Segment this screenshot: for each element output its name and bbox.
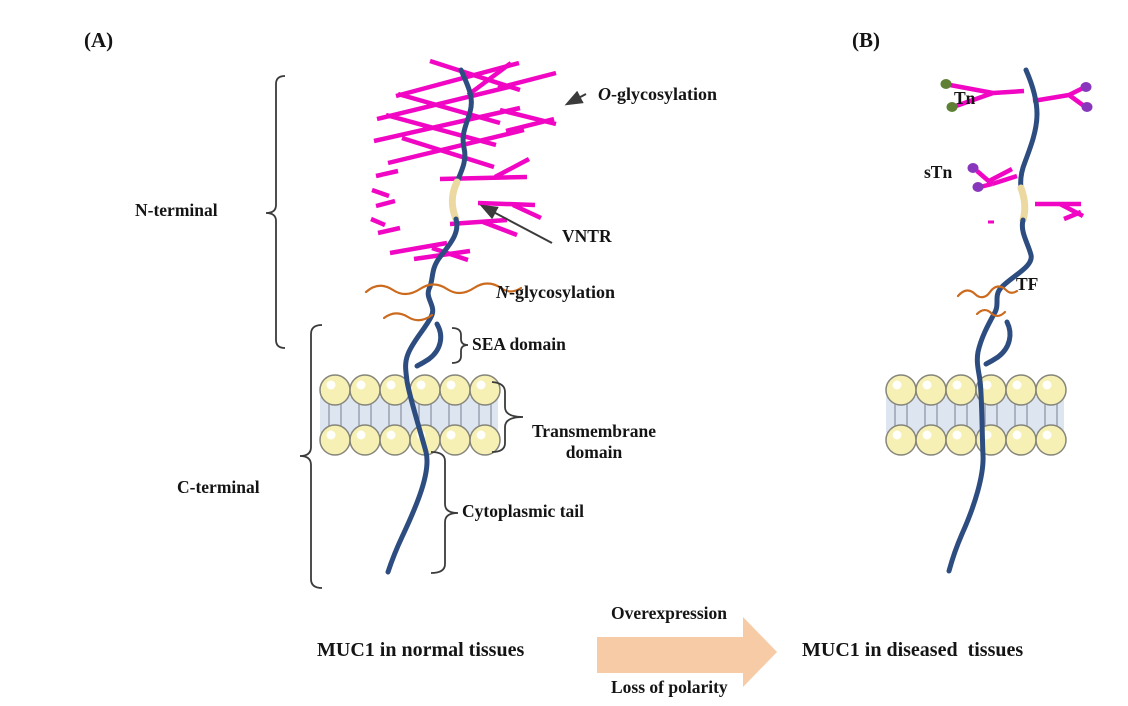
vntr-label: VNTR	[562, 226, 612, 246]
panel-a-label: (A)	[84, 28, 114, 52]
mucin-chain-b-upper	[1018, 67, 1040, 191]
sea-domain-label: SEA domain	[472, 334, 566, 354]
cytoplasmic-tail-bracket	[430, 451, 459, 574]
tf-squiggles-b	[956, 285, 1019, 317]
o-glycosylation-prefix: O	[598, 84, 611, 104]
cytoplasmic-tail-label: Cytoplasmic tail	[462, 501, 585, 521]
n-terminal-label: N-terminal	[135, 200, 218, 220]
o-glycosylation-label: O-glycosylation	[598, 84, 717, 105]
c-terminal-label: C-terminal	[177, 477, 260, 497]
n-glycosylation-prefix: N	[496, 282, 509, 302]
transmembrane-bracket	[491, 381, 524, 453]
mucin-chain-a-upper	[454, 67, 474, 185]
transmembrane-domain-label: Transmembrane domain	[531, 421, 657, 462]
tf-label: TF	[1016, 274, 1039, 294]
caption-diseased-tissues: MUC1 in diseased tissues	[802, 639, 1024, 661]
vntr-arrow	[479, 204, 553, 244]
overexpression-label: Overexpression	[611, 603, 728, 623]
sea-loop-a	[414, 321, 444, 369]
sea-loop-b	[983, 319, 1013, 367]
n-glycan-squiggles-a	[364, 282, 523, 322]
membrane-b	[885, 374, 1067, 456]
vntr-segment-b	[1017, 184, 1029, 224]
stn-label: sTn	[924, 162, 953, 182]
tn-label: Tn	[954, 88, 976, 108]
n-glycosylation-label: N-glycosylation	[496, 282, 615, 303]
c-terminal-bracket	[299, 324, 323, 589]
caption-normal-tissues: MUC1 in normal tissues	[317, 639, 525, 661]
n-terminal-bracket	[265, 75, 286, 349]
n-glycosylation-rest: -glycosylation	[509, 282, 615, 302]
o-glycosylation-arrow	[564, 90, 587, 106]
glycan-dots-b	[940, 79, 1093, 192]
transition-arrow	[597, 617, 777, 687]
vntr-segment-a	[448, 178, 461, 223]
mucin-chain-a-lower	[385, 216, 460, 575]
sea-domain-bracket	[451, 327, 469, 364]
panel-b-label: (B)	[852, 28, 880, 52]
glycan-branches-b	[949, 82, 1086, 224]
mucin-chain-b-lower	[946, 217, 1034, 574]
o-glycosylation-rest: -glycosylation	[611, 84, 717, 104]
loss-of-polarity-label: Loss of polarity	[611, 677, 728, 697]
